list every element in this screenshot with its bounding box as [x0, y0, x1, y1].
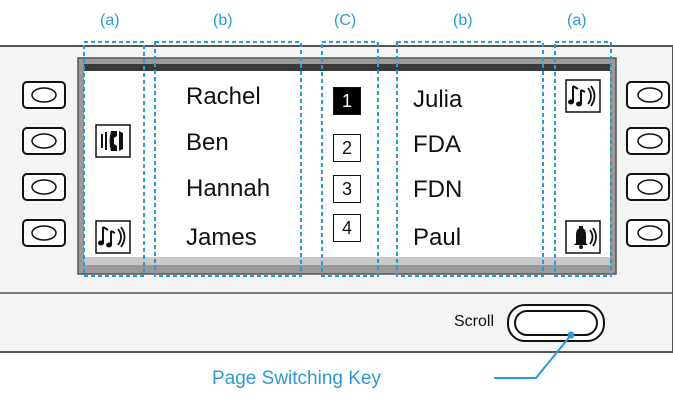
group-label-a-right: (a): [567, 12, 587, 29]
group-label-c: (C): [334, 12, 357, 29]
scroll-key: [507, 304, 605, 342]
contact-name: James: [186, 224, 257, 251]
contact-name: Paul: [413, 224, 462, 251]
screen-bottom-bar: [84, 257, 610, 265]
screen-top-bar: [84, 64, 610, 71]
contact-name: FDN: [413, 176, 463, 203]
scroll-label: Scroll: [454, 313, 495, 330]
group-label-a-left: (a): [100, 12, 120, 29]
contact-name: Hannah: [186, 175, 271, 202]
dashed-box-c: [321, 41, 379, 277]
right-line-keys: [626, 81, 670, 247]
music-note-ring-icon: [95, 220, 131, 254]
group-label-b-right: (b): [453, 12, 473, 29]
annotation-boxes: [83, 41, 612, 277]
leader-line: [494, 334, 572, 379]
leader-dot: [567, 331, 575, 339]
handset-ringing-icon: [95, 124, 131, 158]
dashed-box-a-right: [554, 41, 612, 277]
left-line-keys: [22, 81, 66, 247]
page-number-2: 2: [333, 134, 361, 162]
dashed-box-b-left: [154, 41, 302, 277]
contact-name: Ben: [186, 129, 229, 156]
contact-name: FDA: [413, 131, 461, 158]
page-number-4: 4: [333, 214, 361, 242]
page-number-3: 3: [333, 175, 361, 203]
dashed-box-b-right: [396, 41, 544, 277]
page-number-1: 1: [333, 87, 361, 115]
contact-name: Julia: [413, 86, 463, 113]
contact-name: Rachel: [186, 83, 261, 110]
dashed-box-a-left: [83, 41, 145, 277]
page-switching-key-caption: Page Switching Key: [212, 368, 381, 389]
group-label-b-left: (b): [213, 12, 233, 29]
music-note-ring-icon: [565, 79, 601, 113]
bell-ring-icon: [565, 220, 601, 254]
